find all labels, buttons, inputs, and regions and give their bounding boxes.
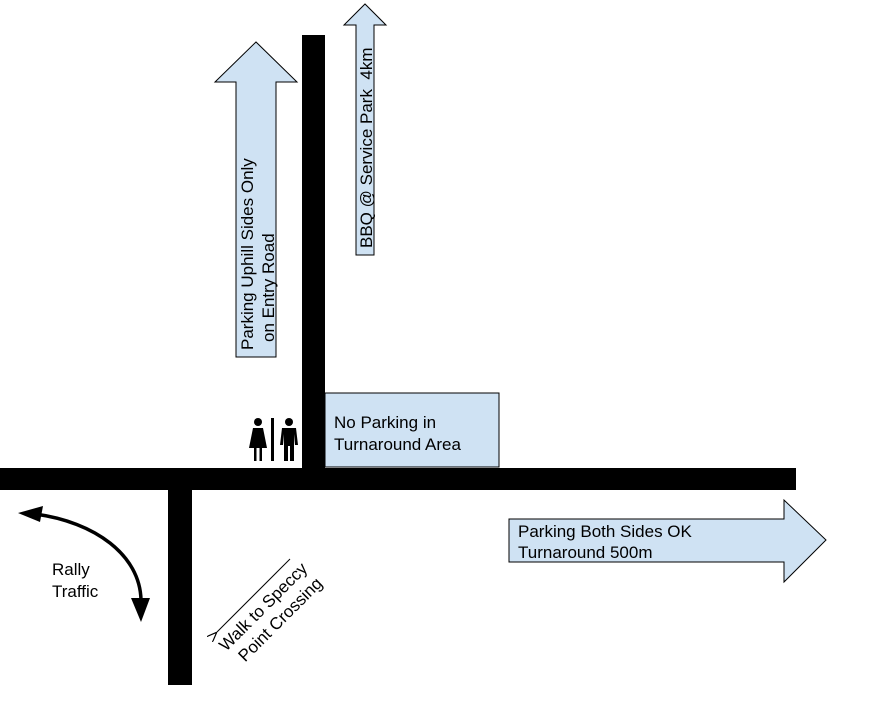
thin-arrow-icon <box>216 558 291 633</box>
arrow-right-icon <box>508 498 827 584</box>
both-sides-line1: Parking Both Sides OK <box>518 522 693 541</box>
bbq-sign: BBQ @ Service Park 4km <box>342 3 388 256</box>
both-sides-sign: Parking Both Sides OK Turnaround 500m <box>508 498 827 584</box>
entry-road <box>302 35 325 490</box>
side-road <box>168 490 192 685</box>
curved-double-arrow-icon <box>18 506 150 622</box>
turnaround-line2: Turnaround Area <box>334 435 461 454</box>
turnaround-line1: No Parking in <box>334 413 436 432</box>
entry-road-parking-line2: on Entry Road <box>259 233 278 342</box>
both-sides-line2: Turnaround 500m <box>518 543 653 562</box>
bbq-text: BBQ @ Service Park 4km <box>357 47 376 248</box>
rally-traffic-line1: Rally <box>52 560 90 579</box>
entry-road-parking-line1: Parking Uphill Sides Only <box>238 158 257 350</box>
restroom-icon <box>249 418 298 461</box>
rally-traffic-line2: Traffic <box>52 582 99 601</box>
arrow-up-icon <box>213 41 299 358</box>
arrow-up-icon <box>342 3 388 256</box>
main-road <box>0 468 796 490</box>
entry-road-parking-sign: Parking Uphill Sides Only on Entry Road <box>213 41 299 358</box>
turnaround-sign: No Parking in Turnaround Area <box>324 392 500 468</box>
